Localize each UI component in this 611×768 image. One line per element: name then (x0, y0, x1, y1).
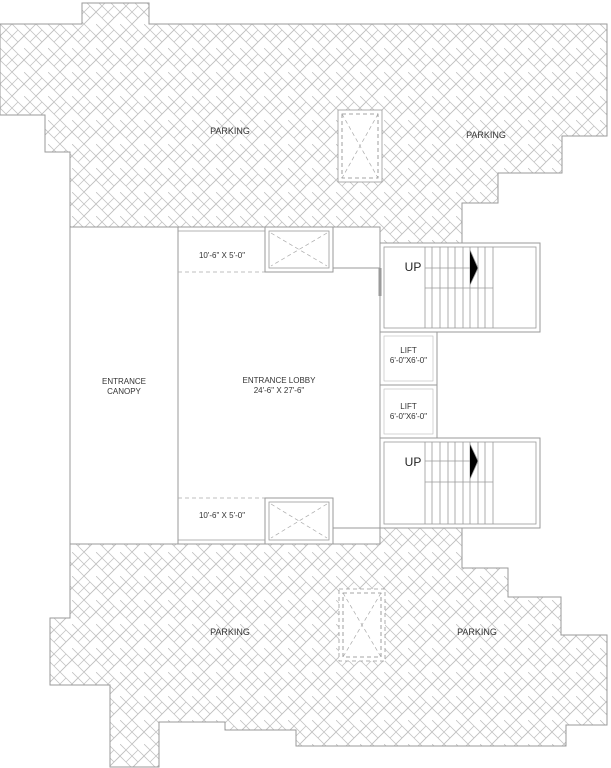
top-lobby-shaft (264, 226, 334, 273)
entrance-canopy-label: ENTRANCE CANOPY (84, 377, 164, 397)
lift-shaft-2 (379, 384, 438, 439)
bottom-room-size-label: 10'-6" X 5'-0" (198, 511, 246, 520)
lower-staircase (379, 437, 541, 529)
entrance-lobby-label: ENTRANCE LOBBY 24'-6" X 27'-6" (214, 376, 344, 396)
lift-2-name: LIFT (400, 402, 417, 411)
bottom-lobby-shaft (264, 497, 334, 545)
parking-label-top-right: PARKING (466, 130, 506, 140)
entrance-canopy-label-line2: CANOPY (107, 387, 141, 396)
bottom-parking-shaft (338, 588, 386, 662)
lift-shaft-1 (379, 331, 438, 386)
entrance-canopy-label-line1: ENTRANCE (101, 377, 146, 386)
stair-up-label-top: UP (404, 260, 422, 274)
entrance-canopy (69, 226, 179, 545)
top-room-size-label: 10'-6" X 5'-0" (198, 251, 246, 260)
lift-2-size: 6'-0"X6'-0" (389, 412, 428, 421)
stair-up-label-bottom: UP (404, 455, 422, 469)
lift-1-name: LIFT (400, 346, 417, 355)
top-parking-shaft (337, 109, 383, 183)
entrance-lobby-size: 24'-6" X 27'-6" (253, 386, 305, 395)
entrance-lobby-name: ENTRANCE LOBBY (242, 376, 316, 385)
parking-label-top-left: PARKING (210, 126, 250, 136)
parking-label-bottom-right: PARKING (457, 627, 497, 637)
parking-label-bottom-left: PARKING (210, 627, 250, 637)
lift-1-label: LIFT 6'-0"X6'-0" (380, 346, 437, 366)
parking-area-bottom (49, 527, 608, 768)
lift-2-label: LIFT 6'-0"X6'-0" (380, 402, 437, 422)
upper-staircase (378, 242, 541, 333)
lift-1-size: 6'-0"X6'-0" (389, 356, 428, 365)
